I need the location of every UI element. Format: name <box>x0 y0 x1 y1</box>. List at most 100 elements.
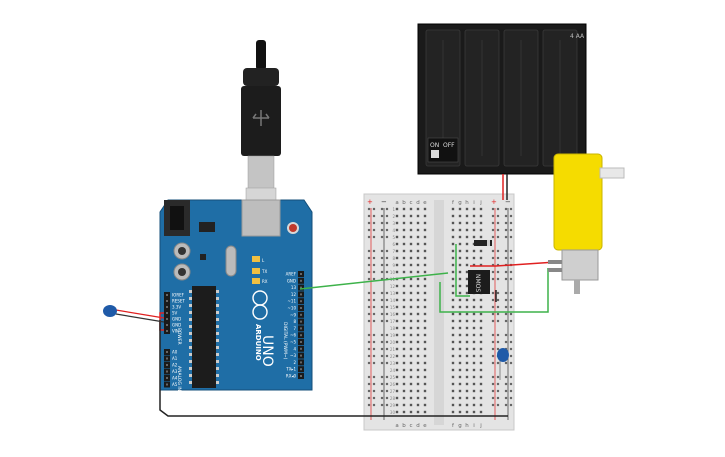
breadboard-rail-hole[interactable] <box>380 207 384 211</box>
breadboard-hole[interactable] <box>395 340 399 344</box>
breadboard-hole[interactable] <box>423 298 427 302</box>
breadboard-rail-hole[interactable] <box>496 312 500 316</box>
breadboard-rail-hole[interactable] <box>372 249 376 253</box>
breadboard-hole[interactable] <box>423 242 427 246</box>
wire-gate-link[interactable] <box>455 244 470 297</box>
breadboard-hole[interactable] <box>451 277 455 281</box>
breadboard-hole[interactable] <box>402 333 406 337</box>
breadboard-hole[interactable] <box>409 242 413 246</box>
breadboard-hole[interactable] <box>409 228 413 232</box>
breadboard-hole[interactable] <box>416 326 420 330</box>
breadboard-rail-hole[interactable] <box>385 347 389 351</box>
breadboard-hole[interactable] <box>416 354 420 358</box>
breadboard-hole[interactable] <box>451 263 455 267</box>
breadboard-hole[interactable] <box>402 256 406 260</box>
capacitor-breadboard-ceramic-capacitor-icon[interactable] <box>497 348 509 380</box>
breadboard-rail-hole[interactable] <box>496 403 500 407</box>
breadboard-hole[interactable] <box>395 235 399 239</box>
breadboard-rail-hole[interactable] <box>504 249 508 253</box>
breadboard-hole[interactable] <box>395 298 399 302</box>
breadboard-hole[interactable] <box>409 319 413 323</box>
breadboard-hole[interactable] <box>395 333 399 337</box>
breadboard-rail-hole[interactable] <box>372 340 376 344</box>
breadboard-hole[interactable] <box>479 326 483 330</box>
breadboard-hole[interactable] <box>465 403 469 407</box>
breadboard-hole[interactable] <box>472 207 476 211</box>
breadboard-hole[interactable] <box>458 410 462 414</box>
breadboard-rail-hole[interactable] <box>491 207 495 211</box>
breadboard-hole[interactable] <box>409 347 413 351</box>
breadboard-hole[interactable] <box>479 333 483 337</box>
breadboard-rail-hole[interactable] <box>491 256 495 260</box>
breadboard-hole[interactable] <box>395 263 399 267</box>
breadboard-hole[interactable] <box>451 396 455 400</box>
breadboard-rail-hole[interactable] <box>496 382 500 386</box>
breadboard-rail-hole[interactable] <box>496 319 500 323</box>
breadboard-rail-hole[interactable] <box>509 235 513 239</box>
breadboard-hole[interactable] <box>409 368 413 372</box>
breadboard-hole[interactable] <box>402 214 406 218</box>
breadboard-rail-hole[interactable] <box>372 214 376 218</box>
breadboard-rail-hole[interactable] <box>372 207 376 211</box>
breadboard-hole[interactable] <box>409 221 413 225</box>
breadboard-hole[interactable] <box>465 368 469 372</box>
breadboard-hole[interactable] <box>402 249 406 253</box>
breadboard-rail-hole[interactable] <box>509 256 513 260</box>
arduino-uno-board[interactable]: L TX RX ARDUINO UNO POWER ANALOG IN DIGI… <box>159 199 313 391</box>
breadboard-hole[interactable] <box>451 410 455 414</box>
breadboard-rail-hole[interactable] <box>504 270 508 274</box>
breadboard-rail-hole[interactable] <box>367 235 371 239</box>
breadboard-rail-hole[interactable] <box>491 249 495 253</box>
breadboard-rail-hole[interactable] <box>380 305 384 309</box>
breadboard-rail-hole[interactable] <box>385 291 389 295</box>
breadboard-rail-hole[interactable] <box>509 333 513 337</box>
breadboard-hole[interactable] <box>395 354 399 358</box>
breadboard-hole[interactable] <box>465 375 469 379</box>
breadboard-hole[interactable] <box>451 333 455 337</box>
breadboard-hole[interactable] <box>472 389 476 393</box>
breadboard-rail-hole[interactable] <box>372 312 376 316</box>
breadboard-hole[interactable] <box>465 305 469 309</box>
breadboard-rail-hole[interactable] <box>509 249 513 253</box>
breadboard-rail-hole[interactable] <box>380 277 384 281</box>
breadboard-hole[interactable] <box>402 298 406 302</box>
breadboard-hole[interactable] <box>416 305 420 309</box>
breadboard-rail-hole[interactable] <box>491 389 495 393</box>
breadboard-rail-hole[interactable] <box>367 298 371 302</box>
breadboard-hole[interactable] <box>416 382 420 386</box>
breadboard-rail-hole[interactable] <box>491 396 495 400</box>
breadboard-hole[interactable] <box>451 375 455 379</box>
breadboard-hole[interactable] <box>402 403 406 407</box>
breadboard-hole[interactable] <box>423 326 427 330</box>
breadboard-hole[interactable] <box>472 312 476 316</box>
breadboard-hole[interactable] <box>451 382 455 386</box>
breadboard-rail-hole[interactable] <box>372 403 376 407</box>
breadboard-hole[interactable] <box>465 207 469 211</box>
breadboard-hole[interactable] <box>451 221 455 225</box>
breadboard-hole[interactable] <box>416 368 420 372</box>
usb-plug-icon[interactable] <box>241 40 281 201</box>
breadboard-rail-hole[interactable] <box>372 389 376 393</box>
breadboard-rail-hole[interactable] <box>380 319 384 323</box>
breadboard-hole[interactable] <box>465 347 469 351</box>
breadboard-hole[interactable] <box>423 270 427 274</box>
breadboard-rail-hole[interactable] <box>380 361 384 365</box>
breadboard-hole[interactable] <box>416 263 420 267</box>
breadboard-hole[interactable] <box>416 389 420 393</box>
breadboard-rail-hole[interactable] <box>380 312 384 316</box>
breadboard-rail-hole[interactable] <box>496 389 500 393</box>
breadboard-hole[interactable] <box>402 242 406 246</box>
breadboard-hole[interactable] <box>395 284 399 288</box>
breadboard-hole[interactable] <box>479 305 483 309</box>
breadboard-rail-hole[interactable] <box>496 361 500 365</box>
breadboard-rail-hole[interactable] <box>367 347 371 351</box>
breadboard-hole[interactable] <box>416 291 420 295</box>
breadboard-hole[interactable] <box>465 298 469 302</box>
breadboard-hole[interactable] <box>451 256 455 260</box>
breadboard-rail-hole[interactable] <box>385 221 389 225</box>
breadboard-hole[interactable] <box>423 263 427 267</box>
breadboard-rail-hole[interactable] <box>380 221 384 225</box>
breadboard-rail-hole[interactable] <box>372 256 376 260</box>
